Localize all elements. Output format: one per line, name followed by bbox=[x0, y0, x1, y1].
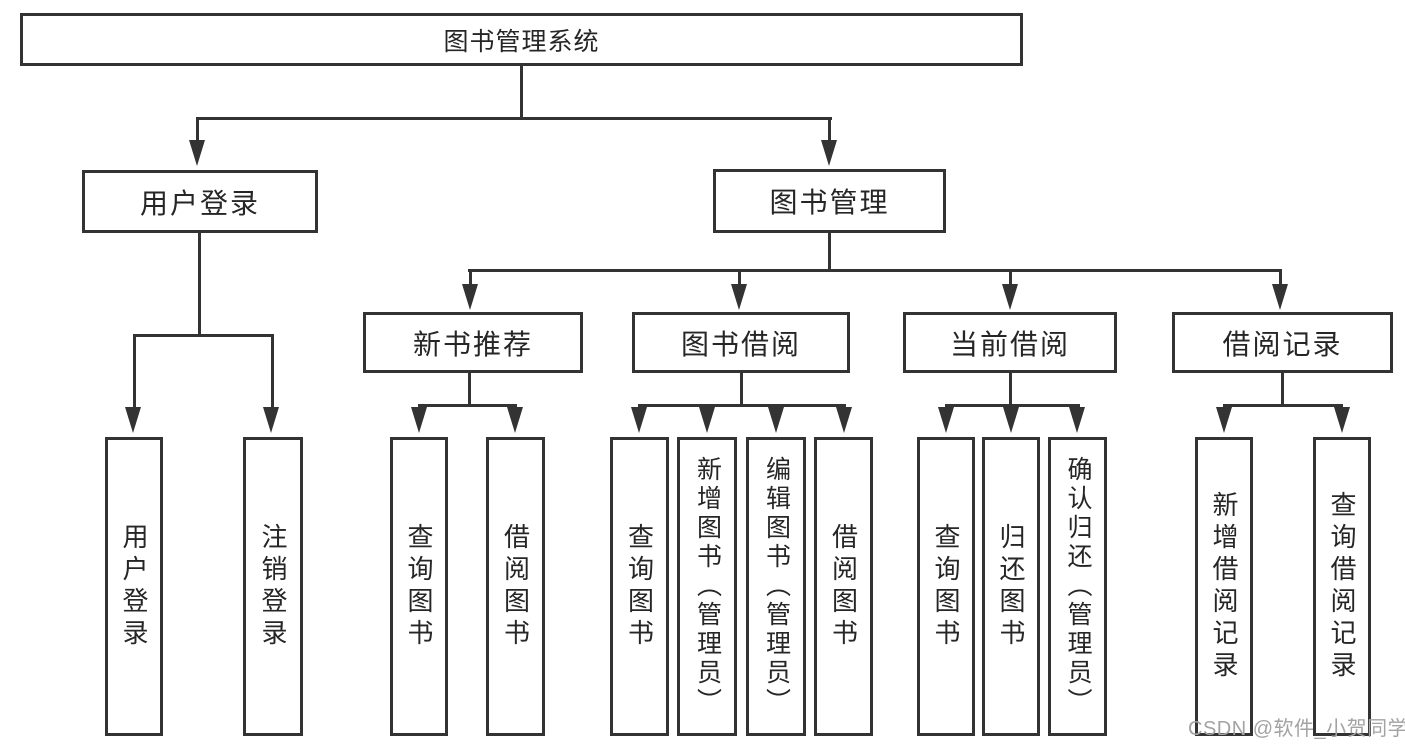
connector-line bbox=[469, 269, 472, 285]
node-label: 图书管理系统 bbox=[443, 27, 600, 56]
arrow-down-icon bbox=[1334, 407, 1350, 433]
node-book-management: 图书管理 bbox=[713, 169, 946, 233]
node-book-borrowing: 图书借阅 bbox=[632, 312, 850, 373]
connector-line bbox=[198, 233, 201, 337]
node-leaf-confirm-return-admin: 确认归还（管理员） bbox=[1048, 437, 1107, 736]
arrow-down-icon bbox=[836, 407, 852, 433]
connector-line bbox=[1223, 404, 1343, 407]
arrow-down-icon bbox=[821, 140, 837, 166]
node-leaf-query-books-1: 查询图书 bbox=[390, 437, 448, 736]
node-leaf-add-borrow-record: 新增借阅记录 bbox=[1195, 437, 1253, 736]
node-label: 编辑图书（管理员） bbox=[762, 456, 791, 717]
node-label: 查询借阅记录 bbox=[1327, 490, 1357, 683]
arrow-down-icon bbox=[1003, 407, 1019, 433]
node-label: 注销登录 bbox=[258, 522, 288, 651]
node-user-login: 用户登录 bbox=[82, 170, 318, 233]
node-label: 新增图书（管理员） bbox=[693, 456, 722, 717]
connector-line bbox=[134, 334, 274, 337]
node-new-book-recommendation: 新书推荐 bbox=[363, 312, 583, 373]
node-label: 借阅图书 bbox=[500, 522, 531, 651]
node-borrowing-records: 借阅记录 bbox=[1172, 312, 1393, 373]
node-label: 查询图书 bbox=[931, 522, 961, 651]
node-label: 新增借阅记录 bbox=[1209, 490, 1239, 683]
node-leaf-return-book: 归还图书 bbox=[982, 437, 1040, 736]
connector-line bbox=[1279, 269, 1282, 285]
node-label: 借阅记录 bbox=[1222, 328, 1343, 360]
connector-line bbox=[945, 404, 1080, 407]
node-label: 借阅图书 bbox=[828, 522, 859, 651]
node-label: 用户登录 bbox=[119, 522, 149, 651]
arrow-down-icon bbox=[938, 407, 954, 433]
node-leaf-add-book-admin: 新增图书（管理员） bbox=[677, 437, 737, 736]
arrow-down-icon bbox=[263, 407, 279, 433]
connector-line bbox=[196, 117, 199, 142]
node-leaf-query-books-3: 查询图书 bbox=[917, 437, 975, 736]
node-label: 归还图书 bbox=[996, 522, 1026, 651]
arrow-down-icon bbox=[1216, 407, 1232, 433]
connector-line bbox=[738, 269, 741, 285]
node-label: 确认归还（管理员） bbox=[1064, 456, 1092, 717]
node-label: 图书管理 bbox=[769, 187, 890, 218]
arrow-down-icon bbox=[507, 407, 523, 433]
connector-line bbox=[740, 373, 743, 407]
node-leaf-borrow-books-2: 借阅图书 bbox=[814, 437, 873, 736]
node-leaf-borrow-books-1: 借阅图书 bbox=[486, 437, 545, 736]
arrow-down-icon bbox=[768, 407, 784, 433]
node-leaf-user-login: 用户登录 bbox=[105, 437, 163, 736]
connector-line bbox=[271, 334, 274, 408]
node-leaf-query-borrow-record: 查询借阅记录 bbox=[1313, 437, 1371, 736]
node-label: 用户登录 bbox=[139, 187, 260, 219]
arrow-down-icon bbox=[189, 140, 205, 166]
node-leaf-edit-book-admin: 编辑图书（管理员） bbox=[746, 437, 806, 736]
arrow-down-icon bbox=[1272, 284, 1288, 310]
node-label: 查询图书 bbox=[404, 522, 434, 651]
node-leaf-query-books-2: 查询图书 bbox=[610, 437, 669, 736]
node-label: 查询图书 bbox=[624, 522, 655, 651]
node-leaf-logout: 注销登录 bbox=[243, 437, 303, 736]
connector-line bbox=[638, 404, 846, 407]
connector-line bbox=[133, 334, 136, 408]
connector-line bbox=[828, 117, 831, 142]
arrow-down-icon bbox=[1002, 284, 1018, 310]
node-label: 当前借阅 bbox=[949, 328, 1070, 360]
arrow-down-icon bbox=[731, 284, 747, 310]
csdn-watermark: CSDN @软件_小贺同学 bbox=[1188, 718, 1405, 740]
connector-line bbox=[828, 233, 831, 271]
arrow-down-icon bbox=[699, 407, 715, 433]
connector-line bbox=[1281, 373, 1284, 407]
node-label: 图书借阅 bbox=[680, 328, 801, 360]
connector-line bbox=[1009, 269, 1012, 285]
connector-line bbox=[468, 269, 1282, 272]
arrow-down-icon bbox=[462, 284, 478, 310]
arrow-down-icon bbox=[125, 407, 141, 433]
node-label: 新书推荐 bbox=[412, 328, 533, 360]
connector-line bbox=[1009, 373, 1012, 407]
arrow-down-icon bbox=[631, 407, 647, 433]
connector-line bbox=[418, 404, 517, 407]
connector-line bbox=[520, 66, 523, 119]
connector-line bbox=[468, 373, 471, 407]
arrow-down-icon bbox=[411, 407, 427, 433]
node-current-borrowing: 当前借阅 bbox=[903, 312, 1117, 373]
connector-line bbox=[197, 117, 832, 120]
arrow-down-icon bbox=[1069, 407, 1085, 433]
node-library-management-system: 图书管理系统 bbox=[20, 13, 1023, 66]
